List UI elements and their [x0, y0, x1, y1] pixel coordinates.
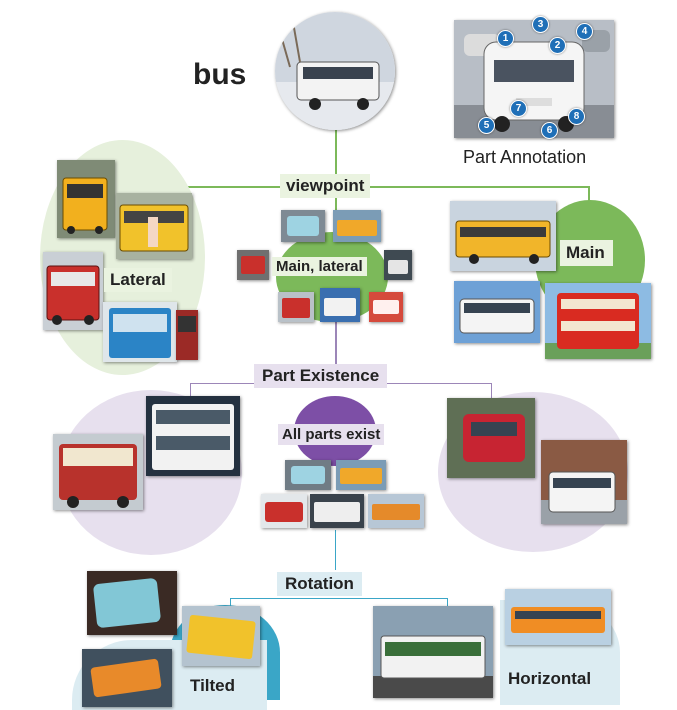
main-lateral-photo-1 [281, 210, 325, 242]
horizontal-photo-2 [505, 589, 611, 645]
all-parts-exist-label: All parts exist [278, 424, 385, 445]
existence-center-photo-5 [368, 494, 424, 528]
connector-root [335, 118, 337, 176]
horizontal-label: Horizontal [508, 669, 592, 688]
part-annotation-photo [454, 20, 614, 138]
part-existence-label: Part Existence [254, 364, 388, 388]
tilted-photo-2 [182, 606, 260, 666]
main-lateral-photo-6 [320, 288, 360, 322]
existence-center-photo-1 [285, 460, 331, 490]
main-photo-2 [454, 281, 540, 343]
part-marker-3: 3 [532, 16, 549, 33]
part-marker-6: 6 [541, 122, 558, 139]
part-marker-4: 4 [576, 23, 593, 40]
connector-viewpoint-right [588, 186, 590, 210]
existence-center-photo-4 [310, 494, 364, 528]
main-lateral-photo-3 [237, 250, 269, 280]
main-lateral-photo-4 [384, 250, 412, 280]
connector-rotation-horizontal [230, 598, 448, 599]
lateral-photo-1 [57, 160, 115, 238]
existence-right-photo-2 [541, 440, 627, 524]
connector-to-rotation [335, 530, 336, 570]
part-marker-1: 1 [497, 30, 514, 47]
lateral-photo-5 [176, 310, 198, 360]
tilted-photo-3 [82, 649, 172, 707]
lateral-photo-4 [103, 302, 177, 362]
main-lateral-photo-2 [333, 210, 381, 242]
tilted-label: Tilted [190, 676, 236, 695]
part-annotation-caption: Part Annotation [463, 147, 587, 167]
main-lateral-photo-5 [278, 292, 314, 322]
main-label: Main [560, 240, 613, 266]
root-title: bus [193, 58, 247, 91]
existence-left-photo-2 [146, 396, 240, 476]
connector-to-existence [335, 322, 337, 366]
connector-existence-right [491, 383, 492, 399]
main-photo-3 [545, 283, 651, 359]
existence-left-photo-1 [53, 434, 143, 510]
tilted-photo-1 [87, 571, 177, 635]
connector-existence-left [190, 383, 191, 399]
part-marker-8: 8 [568, 108, 585, 125]
lateral-photo-2 [116, 193, 192, 259]
part-marker-7: 7 [510, 100, 527, 117]
root-bus-photo [275, 12, 395, 130]
main-lateral-photo-7 [369, 292, 403, 322]
main-lateral-label: Main, lateral [272, 257, 367, 276]
viewpoint-label: viewpoint [280, 174, 371, 198]
main-photo-1 [450, 201, 556, 271]
connector-rotation-left [230, 598, 231, 610]
existence-center-photo-2 [336, 460, 386, 490]
part-marker-2: 2 [549, 37, 566, 54]
lateral-photo-3 [43, 252, 103, 330]
part-marker-5: 5 [478, 117, 495, 134]
horizontal-photo-1 [373, 606, 493, 698]
lateral-label: Lateral [104, 268, 172, 292]
rotation-label: Rotation [277, 572, 362, 596]
existence-right-photo-1 [447, 398, 535, 478]
connector-rotation-right [447, 598, 448, 610]
existence-center-photo-3 [261, 494, 307, 528]
